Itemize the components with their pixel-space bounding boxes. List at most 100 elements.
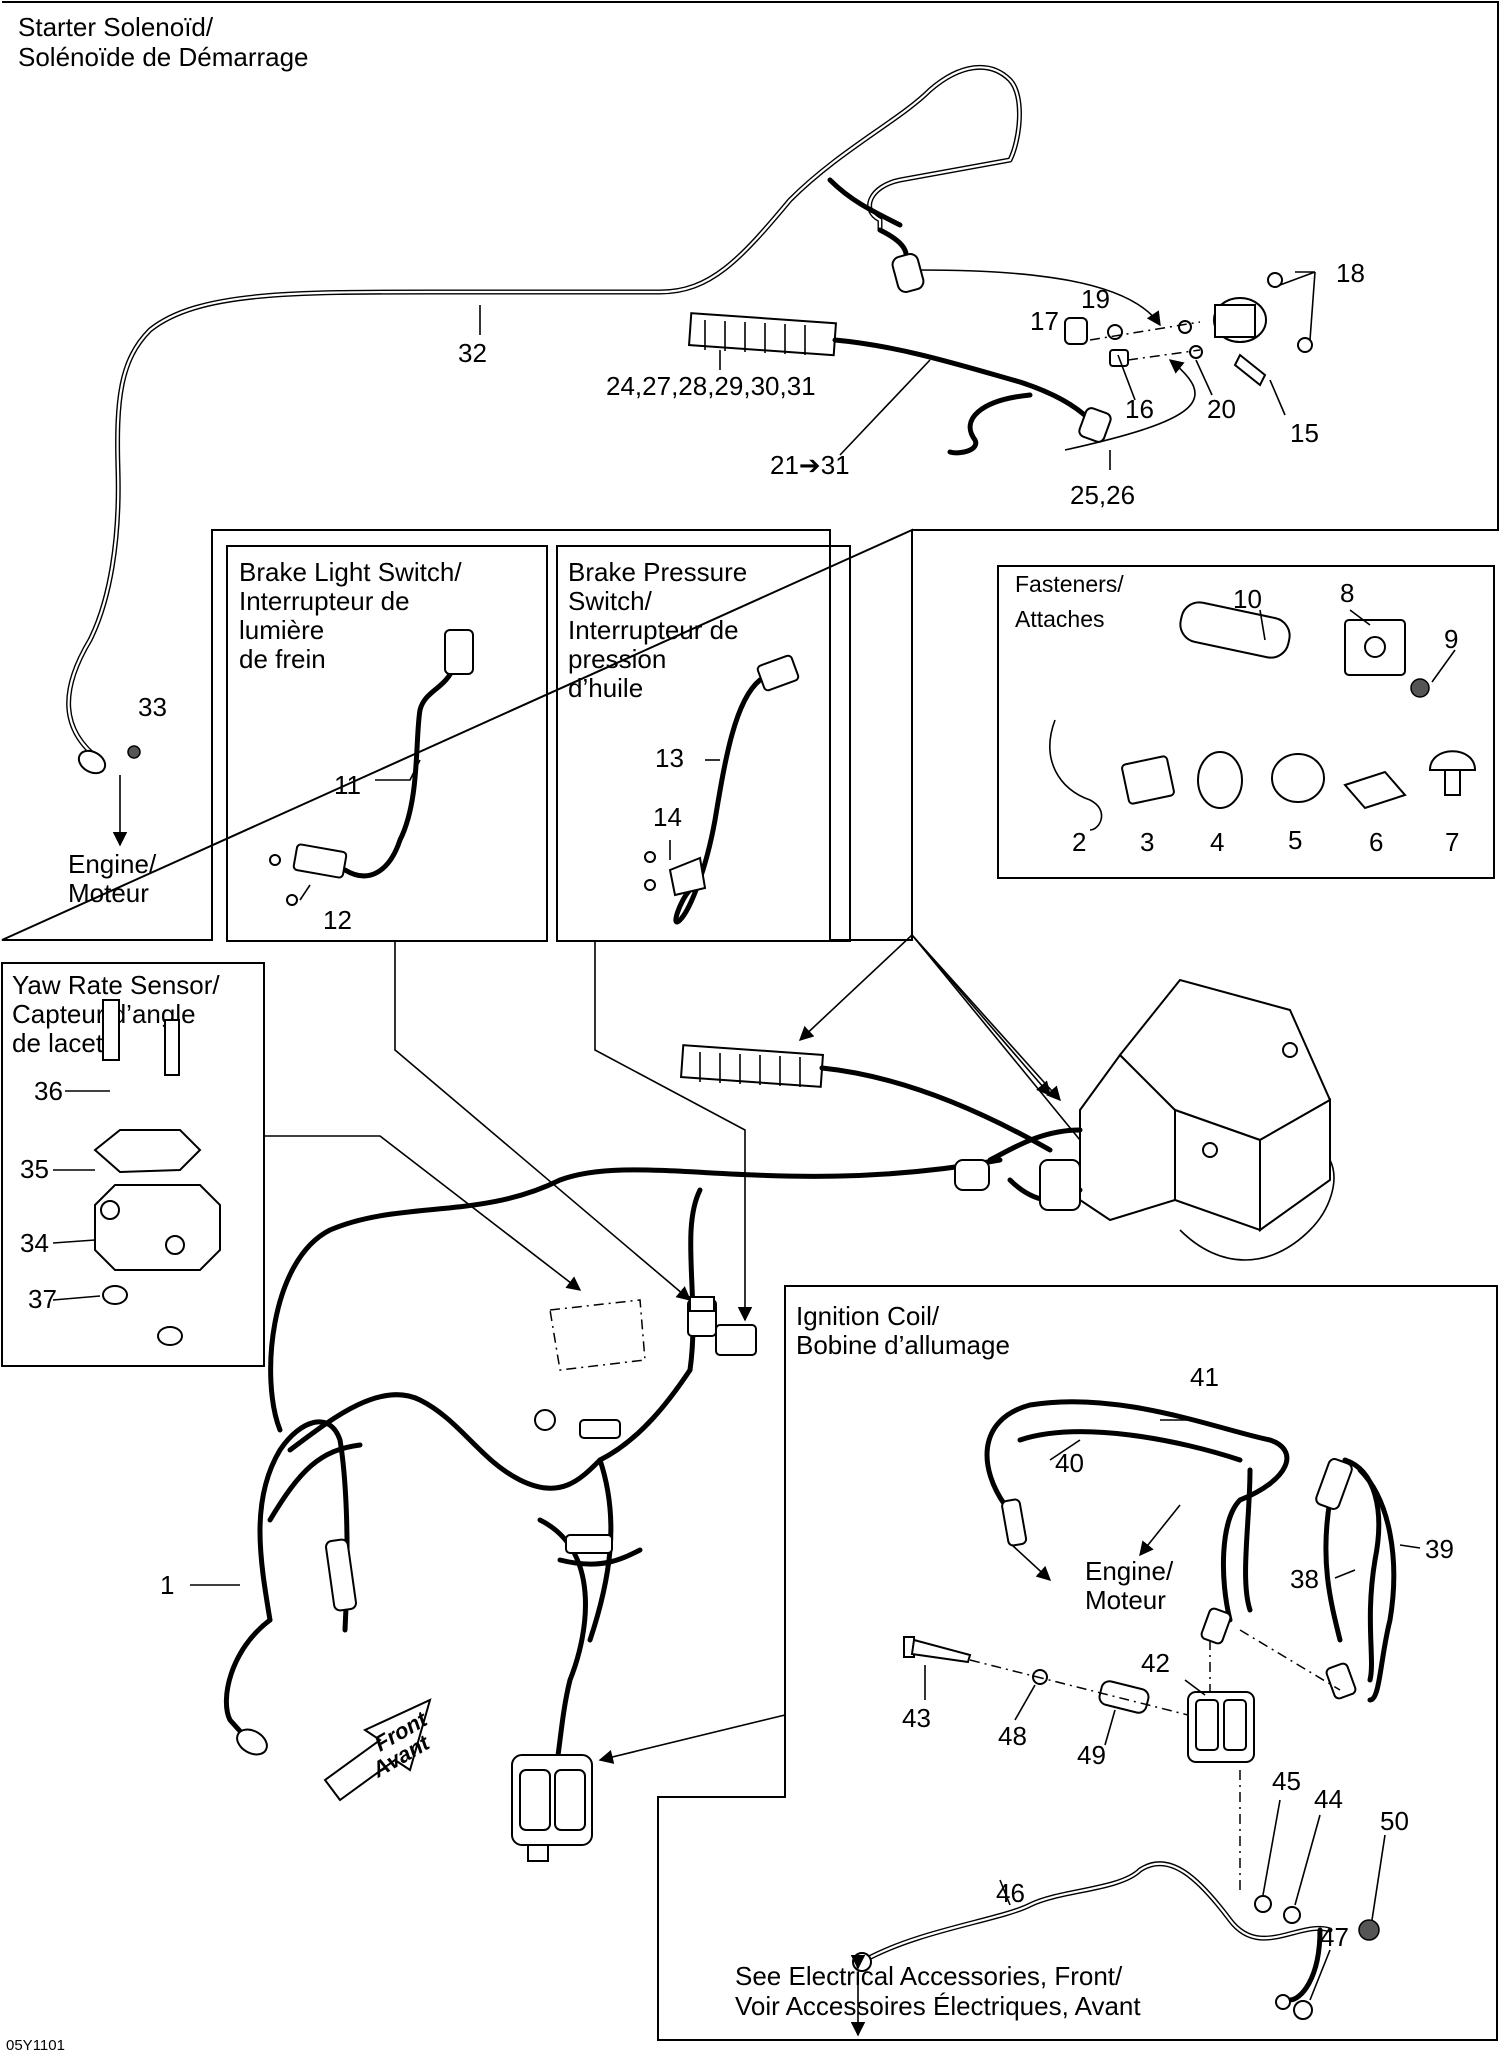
- callout-35: 35: [20, 1154, 49, 1184]
- svg-text:Moteur: Moteur: [68, 878, 149, 908]
- callout-49: 49: [1077, 1740, 1106, 1770]
- svg-text:Brake Pressure: Brake Pressure: [568, 557, 747, 587]
- callout-20: 20: [1207, 394, 1236, 424]
- svg-text:Interrupteur de: Interrupteur de: [239, 586, 410, 616]
- brake-pressure-switch-title: Brake Pressure Switch/ Interrupteur de p…: [568, 557, 747, 703]
- callout-10: 10: [1233, 584, 1262, 614]
- clamp-4: [1197, 751, 1243, 809]
- callout-9: 9: [1444, 624, 1458, 654]
- brake-light-frame: [226, 545, 548, 942]
- svg-text:Engine/: Engine/: [1085, 1556, 1174, 1586]
- callout-42: 42: [1141, 1648, 1170, 1678]
- callout-3: 3: [1140, 827, 1154, 857]
- callout-32: 32: [458, 338, 487, 368]
- ignition-coil-assembly-main: [511, 1754, 593, 1862]
- svg-text:Ignition Coil/: Ignition Coil/: [796, 1301, 940, 1331]
- nut-33: [127, 745, 141, 759]
- push-pin-7: [1428, 750, 1477, 796]
- callout-2: 2: [1072, 827, 1086, 857]
- arrow-25-26: [1064, 359, 1196, 451]
- callout-40: 40: [1055, 1448, 1084, 1478]
- callout-39: 39: [1425, 1534, 1454, 1564]
- nut-50: [1358, 1919, 1380, 1941]
- starter-solenoid-title: Starter Solenoïd/ Solénoïde de Démarrage: [18, 12, 309, 72]
- star-washer-47: [1293, 2000, 1313, 2020]
- callout-21-31: 21➔31: [770, 450, 850, 480]
- lock-washer-45: [1254, 1895, 1272, 1913]
- brake-pressure-frame: [556, 545, 851, 942]
- svg-text:de frein: de frein: [239, 644, 326, 674]
- callout-12: 12: [323, 905, 352, 935]
- fasteners-parts: [1049, 601, 1477, 831]
- svg-text:pression: pression: [568, 644, 666, 674]
- svg-text:See Electrical Accessories, Fr: See Electrical Accessories, Front/: [735, 1961, 1123, 1991]
- callout-8: 8: [1340, 578, 1354, 608]
- engine-ignition-note: Engine/ Moteur: [1085, 1556, 1174, 1615]
- callout-leaders: [52, 271, 1456, 2001]
- svg-text:Starter Solenoïd/: Starter Solenoïd/: [18, 12, 214, 42]
- screw-9: [1410, 678, 1430, 698]
- callout-numbers: 32 24,27,28,29,30,31 21➔31 25,26 17 19 1…: [20, 258, 1459, 1952]
- nut-37: [102, 1285, 128, 1305]
- engine-left-note: Engine/ Moteur: [68, 849, 157, 908]
- battery-pack: [954, 978, 1335, 1261]
- arrow-to-solenoid: [919, 269, 1161, 327]
- callout-16: 16: [1125, 394, 1154, 424]
- callout-24-31: 24,27,28,29,30,31: [606, 371, 816, 401]
- callout-37: 37: [28, 1284, 57, 1314]
- svg-text:Interrupteur de: Interrupteur de: [568, 615, 739, 645]
- callout-5: 5: [1288, 825, 1302, 855]
- svg-text:Brake Light Switch/: Brake Light Switch/: [239, 557, 462, 587]
- callout-43: 43: [902, 1703, 931, 1733]
- callout-6: 6: [1369, 827, 1383, 857]
- yaw-rate-sensor-34: [93, 999, 221, 1346]
- tie-2: [1049, 719, 1103, 831]
- starter-solenoid-frame: [1, 1, 1499, 941]
- callout-14: 14: [653, 802, 682, 832]
- brake-light-switch-11: [269, 629, 474, 906]
- connector-strip-24: [687, 312, 1112, 456]
- nut-44: [1283, 1906, 1301, 1924]
- svg-text:de lacet: de lacet: [12, 1028, 104, 1058]
- clamp-5: [1271, 753, 1325, 803]
- callout-17: 17: [1030, 306, 1059, 336]
- svg-text:Moteur: Moteur: [1085, 1585, 1166, 1615]
- connector-strip-main: [679, 1044, 1053, 1153]
- callout-11: 11: [334, 770, 361, 800]
- callout-38: 38: [1290, 1564, 1319, 1594]
- svg-text:Bobine d’allumage: Bobine d’allumage: [796, 1330, 1010, 1360]
- see-accessories-note: See Electrical Accessories, Front/ Voir …: [735, 1961, 1141, 2021]
- callout-19: 19: [1081, 284, 1110, 314]
- callout-33: 33: [138, 692, 167, 722]
- ignition-coil-42: [1187, 1629, 1341, 1763]
- callout-47: 47: [1320, 1922, 1349, 1952]
- svg-text:Voir Accessoires Électriques,: Voir Accessoires Électriques, Avant: [735, 1991, 1141, 2021]
- gasket-35: [93, 1129, 202, 1174]
- brake-light-switch-title: Brake Light Switch/ Interrupteur de lumi…: [239, 557, 462, 674]
- fasteners-frame: [997, 565, 1495, 879]
- callout-48: 48: [998, 1721, 1027, 1751]
- spark-plug-wires-38-39: [1315, 1457, 1397, 1703]
- spark-plug-wires-40-41: [984, 1399, 1290, 1645]
- leader-21-31: [839, 359, 931, 456]
- clip-6: [1343, 770, 1407, 810]
- svg-text:Fasteners/: Fasteners/: [1015, 571, 1124, 597]
- front-arrow: Front Avant: [323, 1698, 435, 1802]
- yaw-sensor-installed: [549, 1299, 646, 1371]
- ignition-coil-title: Ignition Coil/ Bobine d’allumage: [796, 1301, 1010, 1360]
- engine-ignition-arrow-2: [1139, 1504, 1181, 1557]
- yaw-sensor-frame: [1, 962, 265, 1367]
- harness-wire-32: [66, 64, 1022, 775]
- callout-41: 41: [1190, 1362, 1219, 1392]
- solenoid-15: [1064, 272, 1313, 387]
- edge-trim-10: [1179, 601, 1291, 659]
- callout-15: 15: [1290, 418, 1319, 448]
- svg-text:Attaches: Attaches: [1015, 606, 1105, 632]
- callout-4: 4: [1210, 827, 1224, 857]
- svg-text:d’huile: d’huile: [568, 673, 643, 703]
- callout-13: 13: [655, 743, 684, 773]
- svg-text:Yaw Rate Sensor/: Yaw Rate Sensor/: [12, 970, 220, 1000]
- callout-44: 44: [1314, 1784, 1343, 1814]
